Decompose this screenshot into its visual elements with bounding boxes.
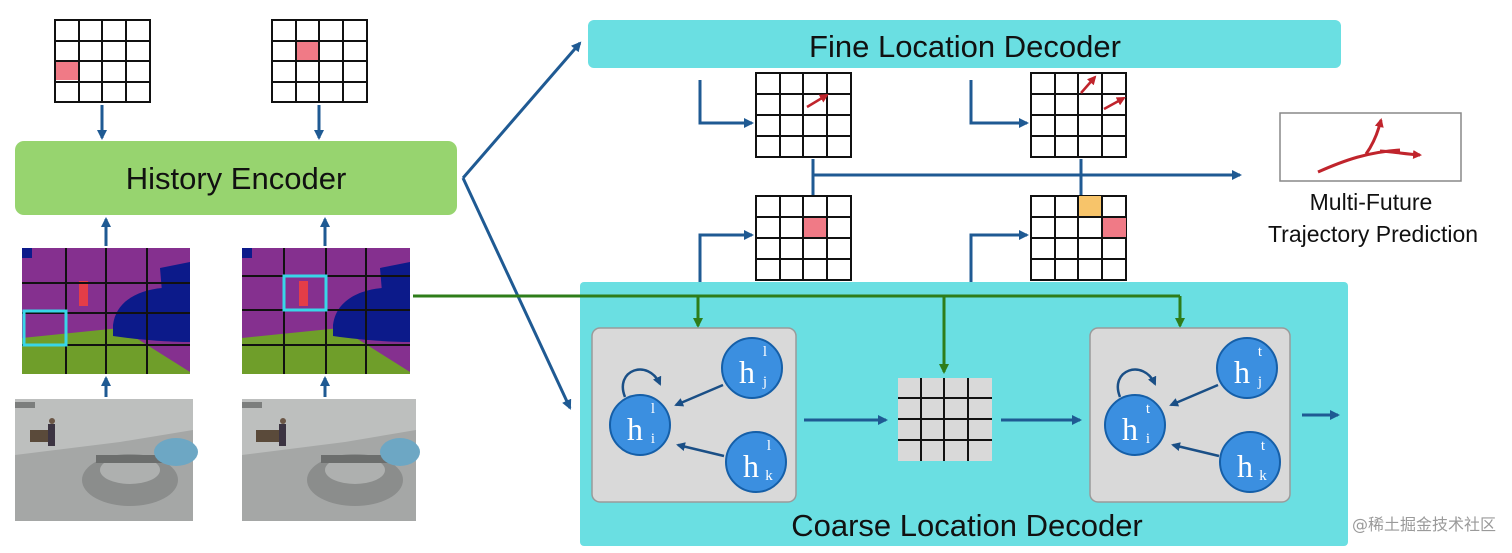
node-h-l-j: h l j: [721, 337, 783, 399]
video-frame-1: [15, 399, 198, 521]
svg-text:l: l: [651, 401, 655, 417]
output-label-line2: Trajectory Prediction: [1268, 221, 1478, 247]
graph-panel-left: h l i h l j h l k: [591, 327, 797, 503]
fine-grid-2: [1030, 72, 1127, 158]
arrow-into-fine-grid-1: [698, 80, 754, 128]
svg-text:h: h: [1237, 448, 1253, 484]
svg-text:l: l: [763, 344, 767, 360]
arrow-into-fine-grid-2: [969, 80, 1029, 128]
node-h-t-j: h t j: [1216, 337, 1278, 399]
multi-future-output-panel: Multi-Future Trajectory Prediction: [1268, 112, 1478, 247]
coarse-grid-1: [755, 195, 852, 281]
input-grid-2: [271, 19, 368, 103]
svg-text:h: h: [627, 411, 643, 447]
svg-text:t: t: [1261, 438, 1266, 454]
coarse-grid-2: [1030, 195, 1127, 281]
svg-text:h: h: [1122, 411, 1138, 447]
coarse-location-decoder-label: Coarse Location Decoder: [791, 508, 1143, 543]
coarse-grid-center: [898, 378, 992, 461]
history-encoder-box: History Encoder: [15, 141, 457, 215]
fine-location-decoder-box: Fine Location Decoder: [588, 20, 1341, 68]
arrow-into-coarse-grid-1: [698, 230, 754, 282]
segmentation-image-2: [242, 248, 410, 374]
watermark: @稀土掘金技术社区: [1352, 515, 1496, 534]
svg-text:k: k: [765, 468, 773, 484]
node-h-l-i: h l i: [609, 394, 671, 456]
arrow-encoder-to-fine-decoder: [461, 41, 582, 179]
svg-text:j: j: [762, 374, 767, 390]
svg-text:i: i: [1146, 431, 1150, 447]
svg-text:j: j: [1257, 374, 1262, 390]
svg-text:k: k: [1259, 468, 1267, 484]
svg-text:t: t: [1146, 401, 1151, 417]
output-label-line1: Multi-Future: [1310, 189, 1433, 215]
svg-text:i: i: [651, 431, 655, 447]
svg-text:h: h: [739, 354, 755, 390]
fine-grid-1: [755, 72, 852, 158]
arrow-encoder-to-coarse-decoder: [461, 177, 572, 410]
input-grid-1: [54, 19, 151, 103]
segmentation-image-1: [22, 248, 190, 374]
graph-panel-right: h t i h t j h t k: [1089, 327, 1291, 503]
history-encoder-label: History Encoder: [126, 161, 347, 196]
svg-text:t: t: [1258, 344, 1263, 360]
svg-text:l: l: [767, 438, 771, 454]
svg-text:h: h: [1234, 354, 1250, 390]
arrow-into-coarse-grid-2: [969, 230, 1029, 282]
svg-text:h: h: [743, 448, 759, 484]
video-frame-2: [242, 399, 420, 521]
fine-location-decoder-label: Fine Location Decoder: [809, 29, 1121, 64]
node-h-t-i: h t i: [1104, 394, 1166, 456]
node-h-l-k: h l k: [725, 431, 787, 493]
node-h-t-k: h t k: [1219, 431, 1281, 493]
